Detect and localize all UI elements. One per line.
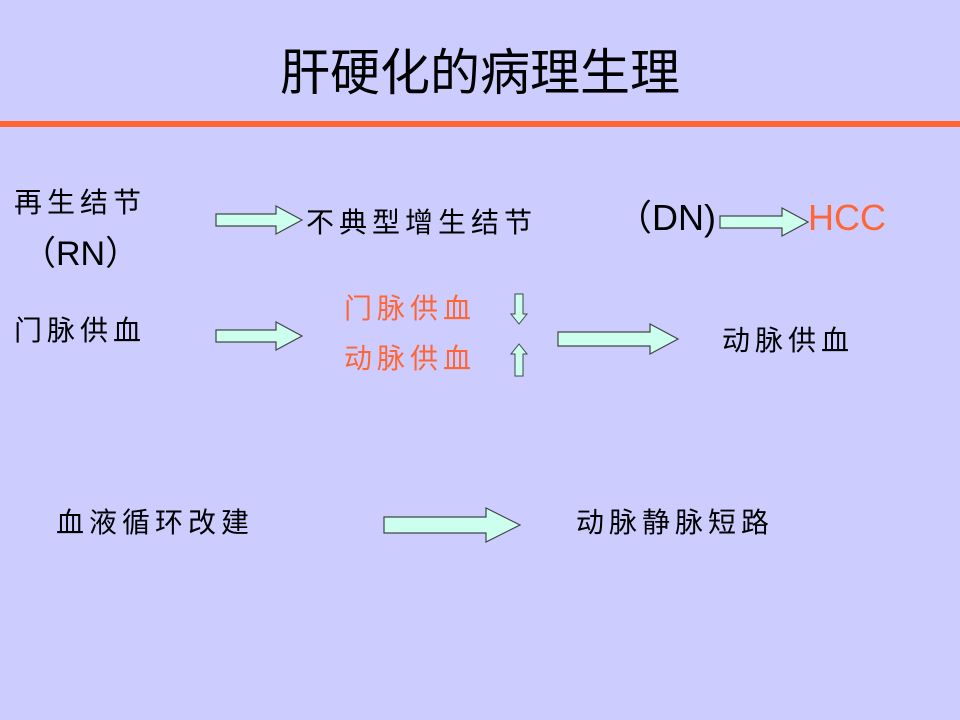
av-shunt-label: 动脉静脉短路 xyxy=(576,506,775,539)
node-hcc: HCC xyxy=(808,197,886,238)
node-rn-abbrev: （RN） xyxy=(22,235,140,273)
title-divider xyxy=(0,121,960,127)
portal-supply-decrease: 门脉供血 xyxy=(344,292,477,325)
arterial-supply-increase: 动脉供血 xyxy=(344,342,477,375)
arrow-icon xyxy=(383,507,522,543)
arrow-icon xyxy=(215,320,304,352)
arterial-supply-label: 动脉供血 xyxy=(722,324,855,357)
circulation-remodeling-label: 血液循环改建 xyxy=(56,506,255,539)
up-arrow-icon xyxy=(509,343,529,377)
page-title: 肝硬化的病理生理 xyxy=(280,44,680,102)
down-arrow-icon xyxy=(509,293,529,325)
arrow-icon xyxy=(215,204,304,236)
arrow-icon xyxy=(557,322,680,356)
node-dn-abbrev: （DN) xyxy=(616,197,716,238)
node-regenerative-nodule: 再生结节 xyxy=(14,186,147,219)
arrow-icon xyxy=(719,206,810,238)
node-dysplastic-nodule: 不典型增生结节 xyxy=(306,206,538,239)
portal-supply-label: 门脉供血 xyxy=(14,314,147,347)
